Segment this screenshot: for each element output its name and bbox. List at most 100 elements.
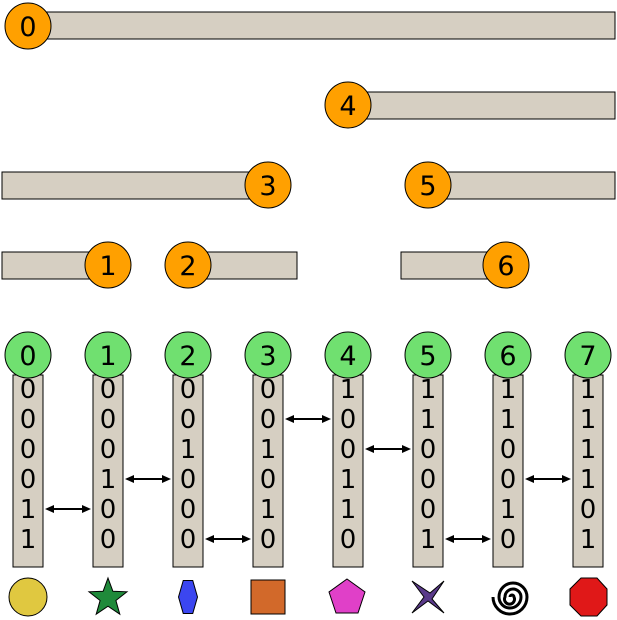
- bit-digit: 1: [340, 375, 357, 405]
- bit-digit: 0: [500, 435, 517, 465]
- bit-digit: 0: [260, 405, 277, 435]
- bit-digit: 0: [420, 495, 437, 525]
- swap-arrow-5-6: [445, 535, 491, 543]
- column-badge-4: [324, 331, 372, 379]
- column-label-2: 2: [179, 341, 196, 372]
- bit-digit: 0: [180, 375, 197, 405]
- bar-5: 5: [404, 161, 616, 209]
- bit-digit: 0: [100, 525, 117, 555]
- bar-label-3: 3: [259, 171, 276, 202]
- column-label-1: 1: [99, 341, 116, 372]
- four-point-star-icon: [411, 580, 445, 614]
- swap-arrow-1-2: [125, 475, 171, 483]
- column-badge-0: [4, 331, 52, 379]
- bit-digit: 0: [100, 495, 117, 525]
- circle-icon: [8, 577, 48, 617]
- column-badge-2: [164, 331, 212, 379]
- bar-badge-2: [164, 241, 212, 289]
- column-label-5: 5: [419, 341, 436, 372]
- bit-digit: 1: [580, 465, 597, 495]
- bar-label-1: 1: [99, 251, 116, 282]
- bar-badge-6: [482, 241, 530, 289]
- bit-digit: 0: [100, 375, 117, 405]
- hexagon-icon: [177, 580, 199, 614]
- column-badge-7: [564, 331, 612, 379]
- swap-arrows: [45, 415, 571, 543]
- column-label-0: 0: [19, 341, 36, 372]
- bit-digit: 0: [340, 435, 357, 465]
- bit-digit: 1: [20, 525, 37, 555]
- bit-digit: 1: [180, 435, 197, 465]
- column-label-6: 6: [499, 341, 516, 372]
- column-badge-3: [244, 331, 292, 379]
- bar-2: 2: [164, 241, 298, 289]
- bar-0: 0: [4, 2, 616, 50]
- bit-digit: 0: [580, 495, 597, 525]
- bit-digit: 0: [180, 465, 197, 495]
- symbol-row: [8, 576, 608, 617]
- bit-column-bar: [172, 374, 204, 568]
- swap-arrow-2-3: [205, 535, 251, 543]
- bar-label-2: 2: [179, 251, 196, 282]
- bar-label-6: 6: [497, 251, 514, 282]
- octagon-icon: [569, 577, 608, 617]
- bar-badge-1: [84, 241, 132, 289]
- bit-digit: 0: [340, 525, 357, 555]
- column-badge-5: [404, 331, 452, 379]
- bar-1: 1: [1, 241, 132, 289]
- bit-digit: 0: [420, 435, 437, 465]
- bar-label-4: 4: [339, 91, 356, 122]
- square-icon: [250, 579, 286, 615]
- bar-3: 3: [1, 161, 292, 209]
- bar-label-0: 0: [19, 12, 36, 43]
- swap-arrow-3-4: [285, 415, 331, 423]
- bit-column-bar: [572, 374, 604, 568]
- bit-digit: 1: [580, 525, 597, 555]
- column-label-3: 3: [259, 341, 276, 372]
- bit-digit: 1: [500, 495, 517, 525]
- bit-digit: 0: [20, 405, 37, 435]
- bit-digit: 1: [420, 525, 437, 555]
- bit-digit: 1: [500, 405, 517, 435]
- bit-digit: 0: [260, 525, 277, 555]
- bar-badge-0: [4, 2, 52, 50]
- swap-arrow-0-1: [45, 505, 91, 513]
- bit-digit: 0: [180, 495, 197, 525]
- pentagon-icon: [328, 578, 366, 614]
- bit-digit: 0: [180, 525, 197, 555]
- bit-digit: 0: [20, 435, 37, 465]
- bit-digit: 1: [420, 375, 437, 405]
- bit-digit: 1: [260, 495, 277, 525]
- bit-digit: 0: [340, 405, 357, 435]
- bit-digit: 1: [340, 495, 357, 525]
- bit-digit: 1: [20, 495, 37, 525]
- spiral-icon: [491, 581, 529, 616]
- bit-digit: 1: [340, 465, 357, 495]
- bit-digit: 1: [100, 465, 117, 495]
- star-icon: [87, 576, 129, 616]
- bit-digit: 1: [260, 435, 277, 465]
- column-badge-1: [84, 331, 132, 379]
- swap-arrow-4-5: [365, 445, 411, 453]
- bar-6: 6: [400, 241, 530, 289]
- bar-badge-5: [404, 161, 452, 209]
- bit-digit: 0: [100, 435, 117, 465]
- bit-digit: 0: [260, 465, 277, 495]
- bit-digit: 0: [260, 375, 277, 405]
- bar-label-5: 5: [419, 171, 436, 202]
- bit-digit: 1: [420, 405, 437, 435]
- bit-digit: 0: [100, 405, 117, 435]
- column-badge-6: [484, 331, 532, 379]
- bit-digit: 0: [20, 465, 37, 495]
- column-label-4: 4: [339, 341, 356, 372]
- bit-digit: 1: [580, 405, 597, 435]
